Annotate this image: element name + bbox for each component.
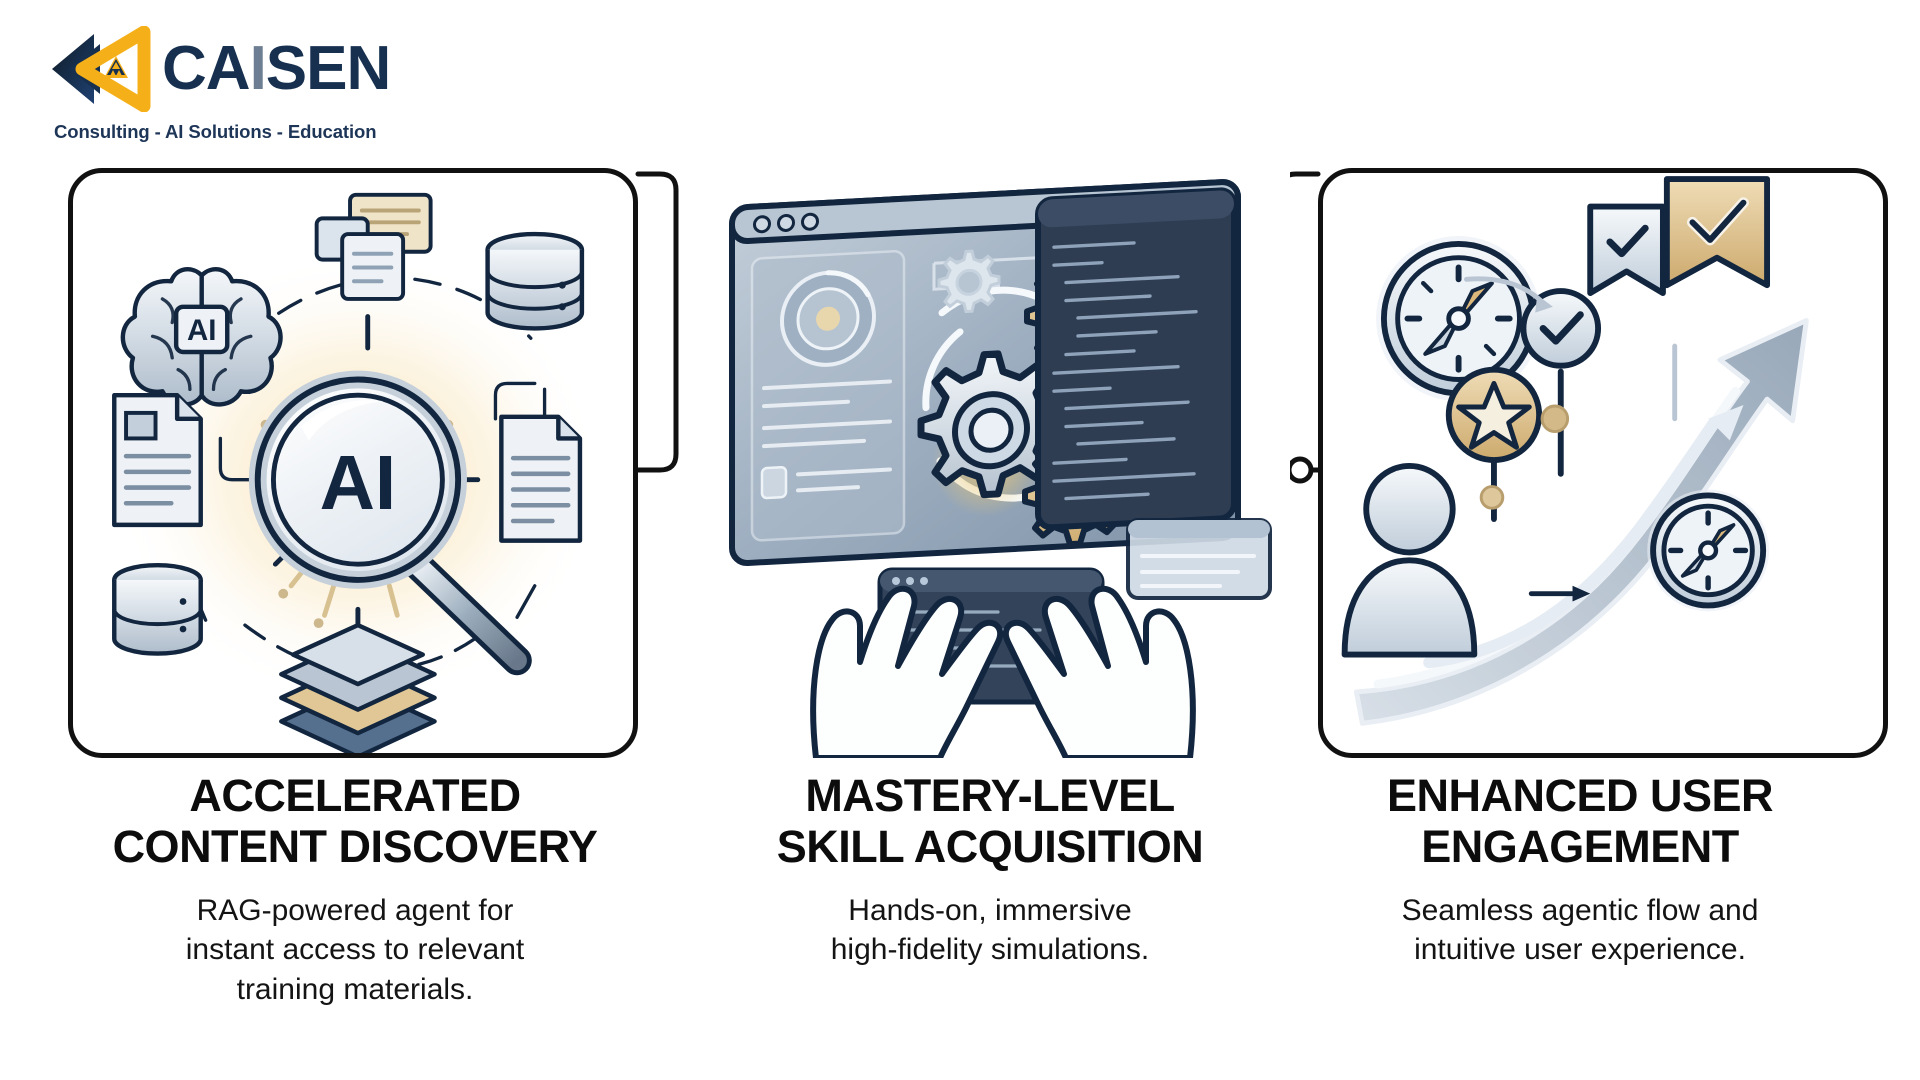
document-stack-icon	[314, 192, 433, 301]
document-icon	[112, 393, 203, 528]
card-body: Hands-on, immersive high-fidelity simula…	[830, 893, 1150, 967]
caption-row: ACCELERATED CONTENT DISCOVERY RAG-powere…	[0, 770, 1920, 1060]
caption-enhanced-user-engagement: ENHANCED USER ENGAGEMENT Seamless agenti…	[1320, 770, 1840, 970]
magnifier-icon: AI	[248, 370, 532, 676]
wordmark-part-3: SEN	[265, 34, 391, 103]
check-circle-icon	[1520, 288, 1602, 477]
layered-stack-icon	[279, 622, 437, 753]
progress-arrow-icon	[1423, 405, 1744, 669]
dial-gauge-icon	[780, 270, 876, 367]
caption-mastery-level-skill-acquisition: MASTERY-LEVEL SKILL ACQUISITION Hands-on…	[700, 770, 1280, 970]
check-badge-silver-icon	[1587, 203, 1666, 296]
tooltip-card	[1126, 518, 1272, 600]
card-enhanced-user-engagement[interactable]	[1318, 168, 1888, 758]
card-mastery-level-skill-acquisition[interactable]	[720, 168, 1290, 758]
hands-on-gear-interface-illustration	[729, 179, 1272, 758]
card-row: AI	[0, 168, 1920, 778]
card-body: Seamless agentic flow and intuitive user…	[1401, 893, 1759, 967]
connector-node-2	[1286, 456, 1314, 484]
window-dots	[753, 212, 819, 234]
code-panel	[1035, 187, 1237, 531]
card-accelerated-content-discovery[interactable]: AI	[68, 168, 638, 758]
check-badge-gold-icon	[1663, 176, 1771, 289]
compass-icon-bottom	[1647, 489, 1770, 612]
caisen-chevron-triangle-logo-icon	[52, 26, 151, 112]
logo-row: CAISEN	[48, 26, 391, 112]
star-badge-icon	[1445, 366, 1543, 522]
engagement-growth-journey-illustration	[1341, 176, 1809, 726]
brand-tagline: Consulting - AI Solutions - Education	[54, 121, 377, 142]
magnifier-ai-label: AI	[320, 441, 397, 526]
brand-logo-block: CAISEN Consulting - AI Solutions - Educa…	[48, 26, 391, 143]
database-cylinder-icon-top	[485, 231, 585, 331]
gear-tiny-icon	[937, 249, 1001, 314]
caption-accelerated-content-discovery: ACCELERATED CONTENT DISCOVERY RAG-powere…	[60, 770, 650, 1009]
brain-icon: AI	[120, 267, 283, 407]
gear-large-icon	[917, 350, 1065, 499]
document-icon-right	[499, 414, 583, 543]
hand-right-icon	[1003, 585, 1196, 758]
card-title: MASTERY-LEVEL SKILL ACQUISITION	[776, 770, 1204, 873]
card-title: ACCELERATED CONTENT DISCOVERY	[112, 770, 598, 873]
card-body: RAG-powered agent for instant access to …	[185, 893, 525, 1006]
brand-wordmark: CAISEN	[162, 38, 391, 100]
connector-lines	[1463, 276, 1678, 602]
wordmark-part-1: CA	[162, 34, 251, 103]
wordmark-part-2: I	[249, 34, 267, 103]
database-cylinder-icon-bottom	[112, 562, 203, 656]
ai-magnifier-knowledge-graph-illustration: AI	[112, 192, 604, 753]
user-avatar-icon	[1341, 462, 1478, 658]
brain-ai-label: AI	[187, 314, 216, 347]
card-title: ENHANCED USER ENGAGEMENT	[1386, 770, 1774, 873]
hand-left-icon	[810, 585, 1003, 758]
